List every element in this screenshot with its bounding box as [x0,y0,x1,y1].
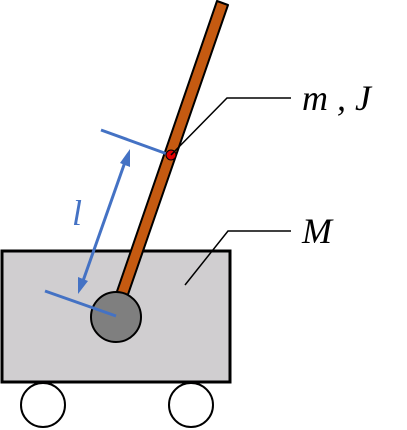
left-wheel [20,382,66,428]
mass-inertia-leader-line [170,97,291,156]
pivot-joint [90,291,142,343]
right-wheel [168,382,214,428]
mass-inertia-label: m , J [302,78,373,118]
cart-mass-label: M [301,211,334,251]
cart-mass-leader-line [184,230,291,286]
upper-dimension-line [100,128,171,157]
lower-dimension-line [44,289,117,318]
length-dimension-arrow [78,149,130,294]
length-label: l [72,193,82,233]
